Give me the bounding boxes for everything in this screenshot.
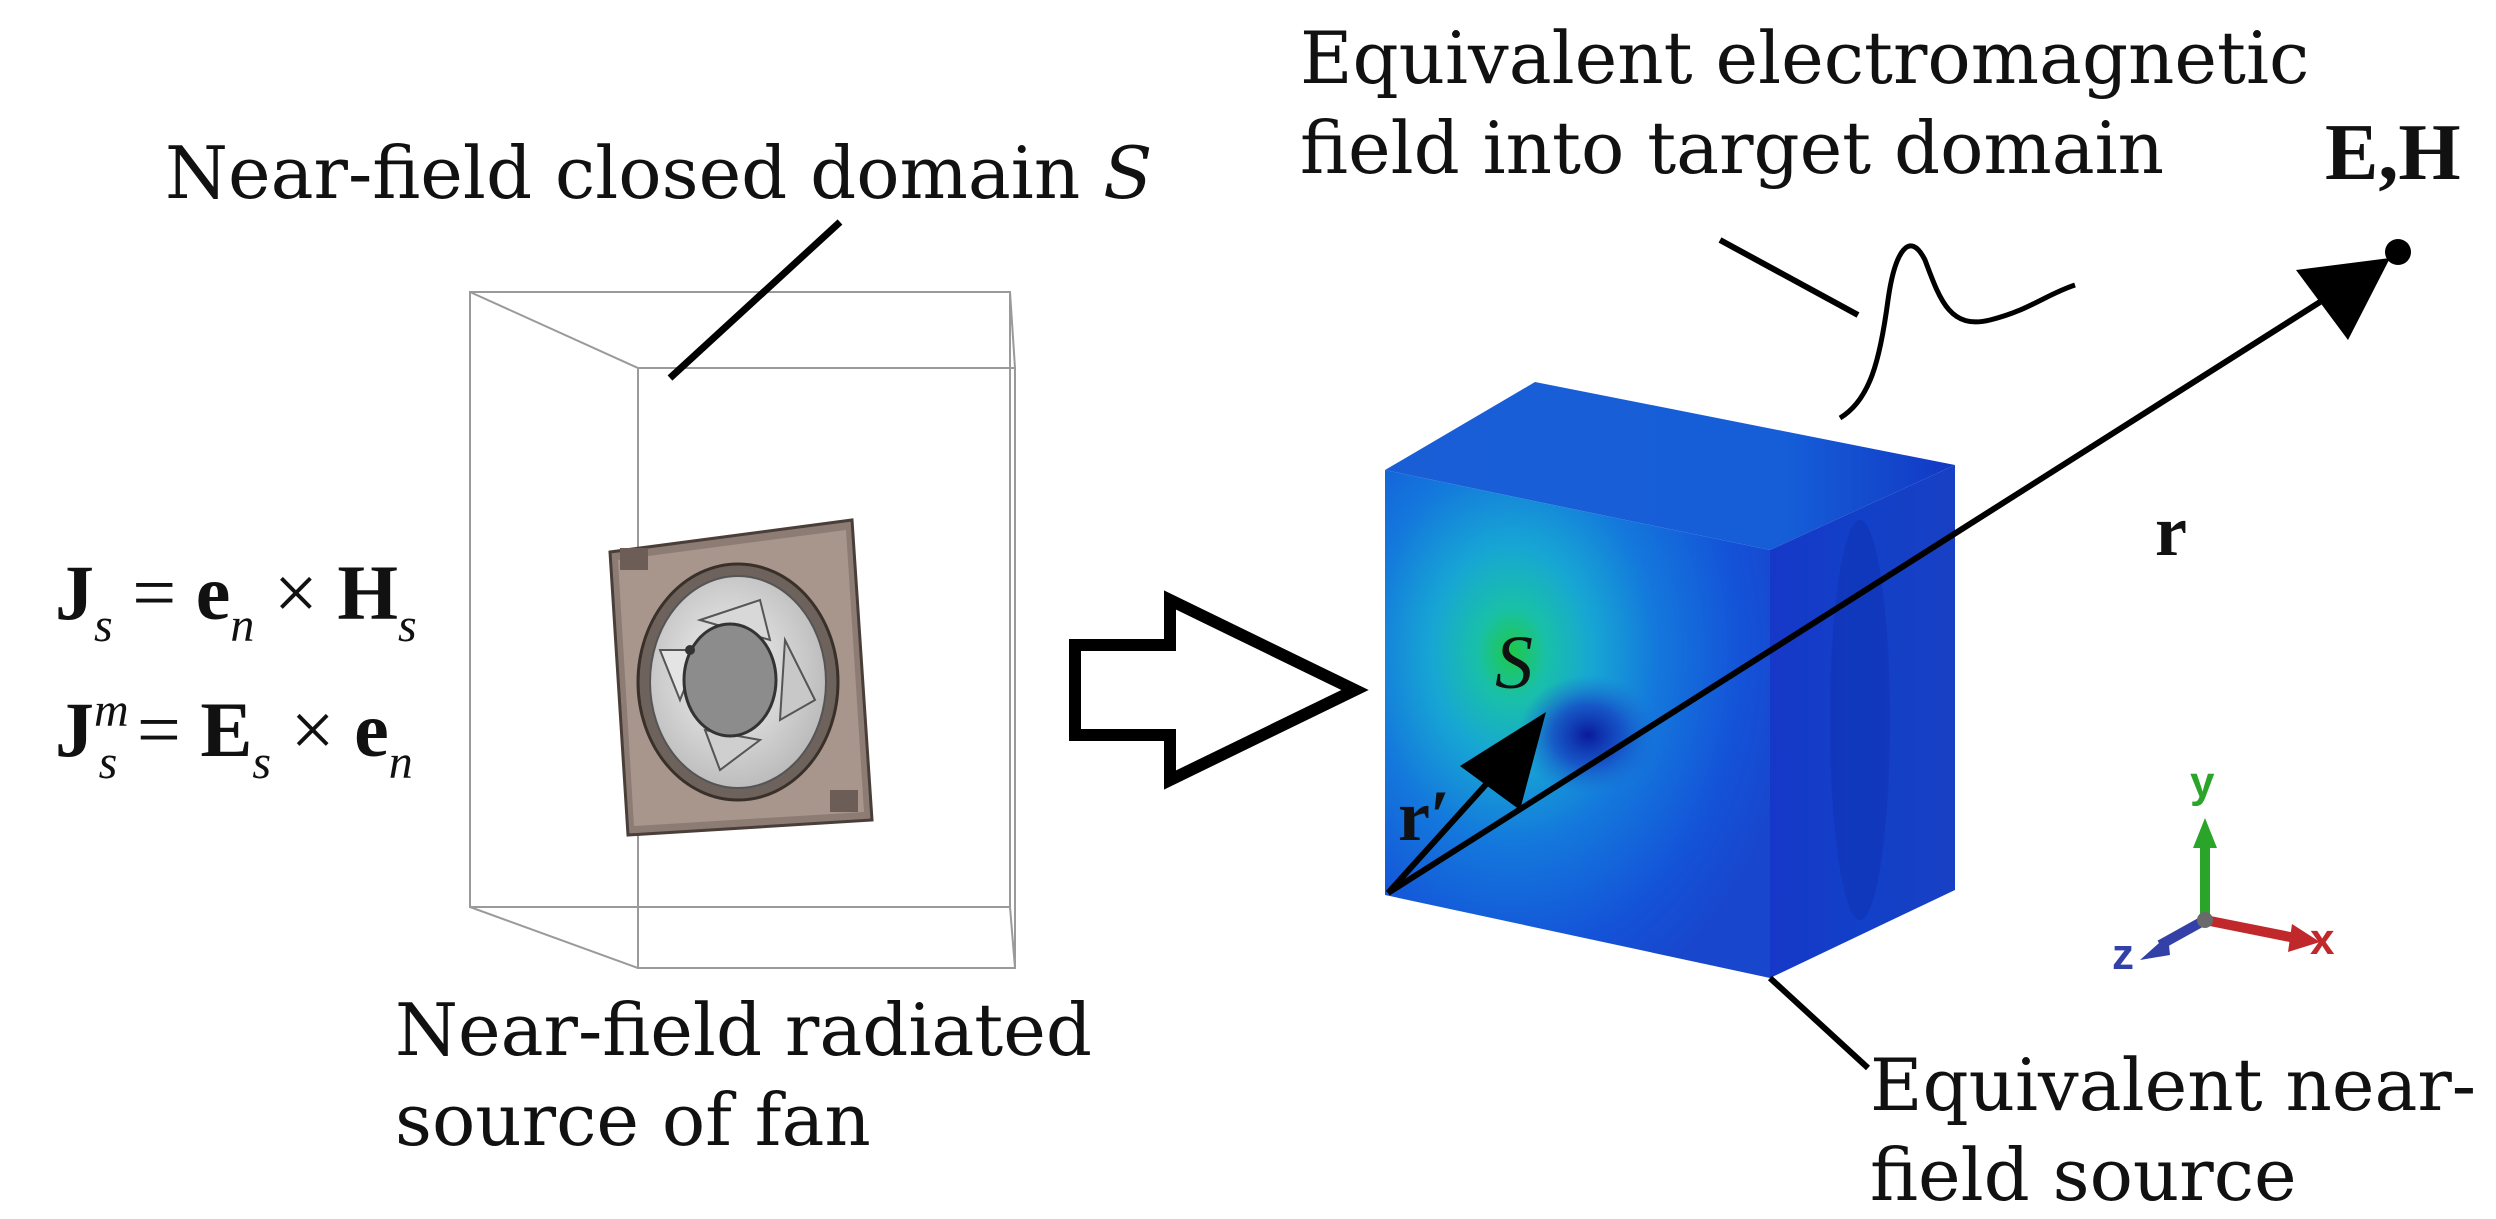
- closed-domain-text: Near-field closed domain: [165, 131, 1104, 215]
- field-leader: [1718, 237, 1860, 318]
- r-vector: [1386, 299, 2322, 896]
- axis-y-label: y: [2190, 758, 2215, 807]
- coordinate-axes: [2140, 818, 2320, 960]
- s-label: S: [1495, 621, 1533, 705]
- equiv-source-line2: field source: [1870, 1133, 2297, 1217]
- fan-source-line1: Near-field radiated: [395, 988, 1092, 1072]
- fan-icon: [608, 518, 874, 837]
- wave-icon: [1838, 243, 2076, 421]
- closed-domain-symbol: S: [1103, 131, 1153, 215]
- equiv-field-line1: Equivalent electromagnetic: [1300, 16, 2310, 100]
- observation-point: [2385, 239, 2411, 265]
- equiv-source-line1: Equivalent near-: [1870, 1043, 2477, 1127]
- equation-js: Js = en × Hs: [55, 549, 417, 652]
- r-prime-label: r′: [1398, 776, 1451, 856]
- source-leader: [1767, 975, 1871, 1071]
- closed-domain-leader: [667, 219, 843, 381]
- r-prime-arrowhead: [1460, 712, 1546, 810]
- equivalent-source-box: [1385, 382, 1955, 978]
- equiv-field-line2: field into target domain: [1300, 106, 2165, 190]
- equation-jms: Jms = Es × en: [55, 684, 413, 789]
- hollow-arrow: [1069, 590, 1369, 790]
- r-prime-vector: [1385, 777, 1493, 896]
- axis-x-label: x: [2310, 915, 2335, 964]
- closed-domain-label: Near-field closed domain S: [165, 133, 1152, 213]
- r-label: r: [2155, 491, 2187, 571]
- eh-label: E,H: [2325, 109, 2461, 197]
- axis-z-label: z: [2112, 930, 2134, 979]
- fan-source-line2: source of fan: [395, 1078, 871, 1162]
- r-arrowhead: [2296, 258, 2390, 340]
